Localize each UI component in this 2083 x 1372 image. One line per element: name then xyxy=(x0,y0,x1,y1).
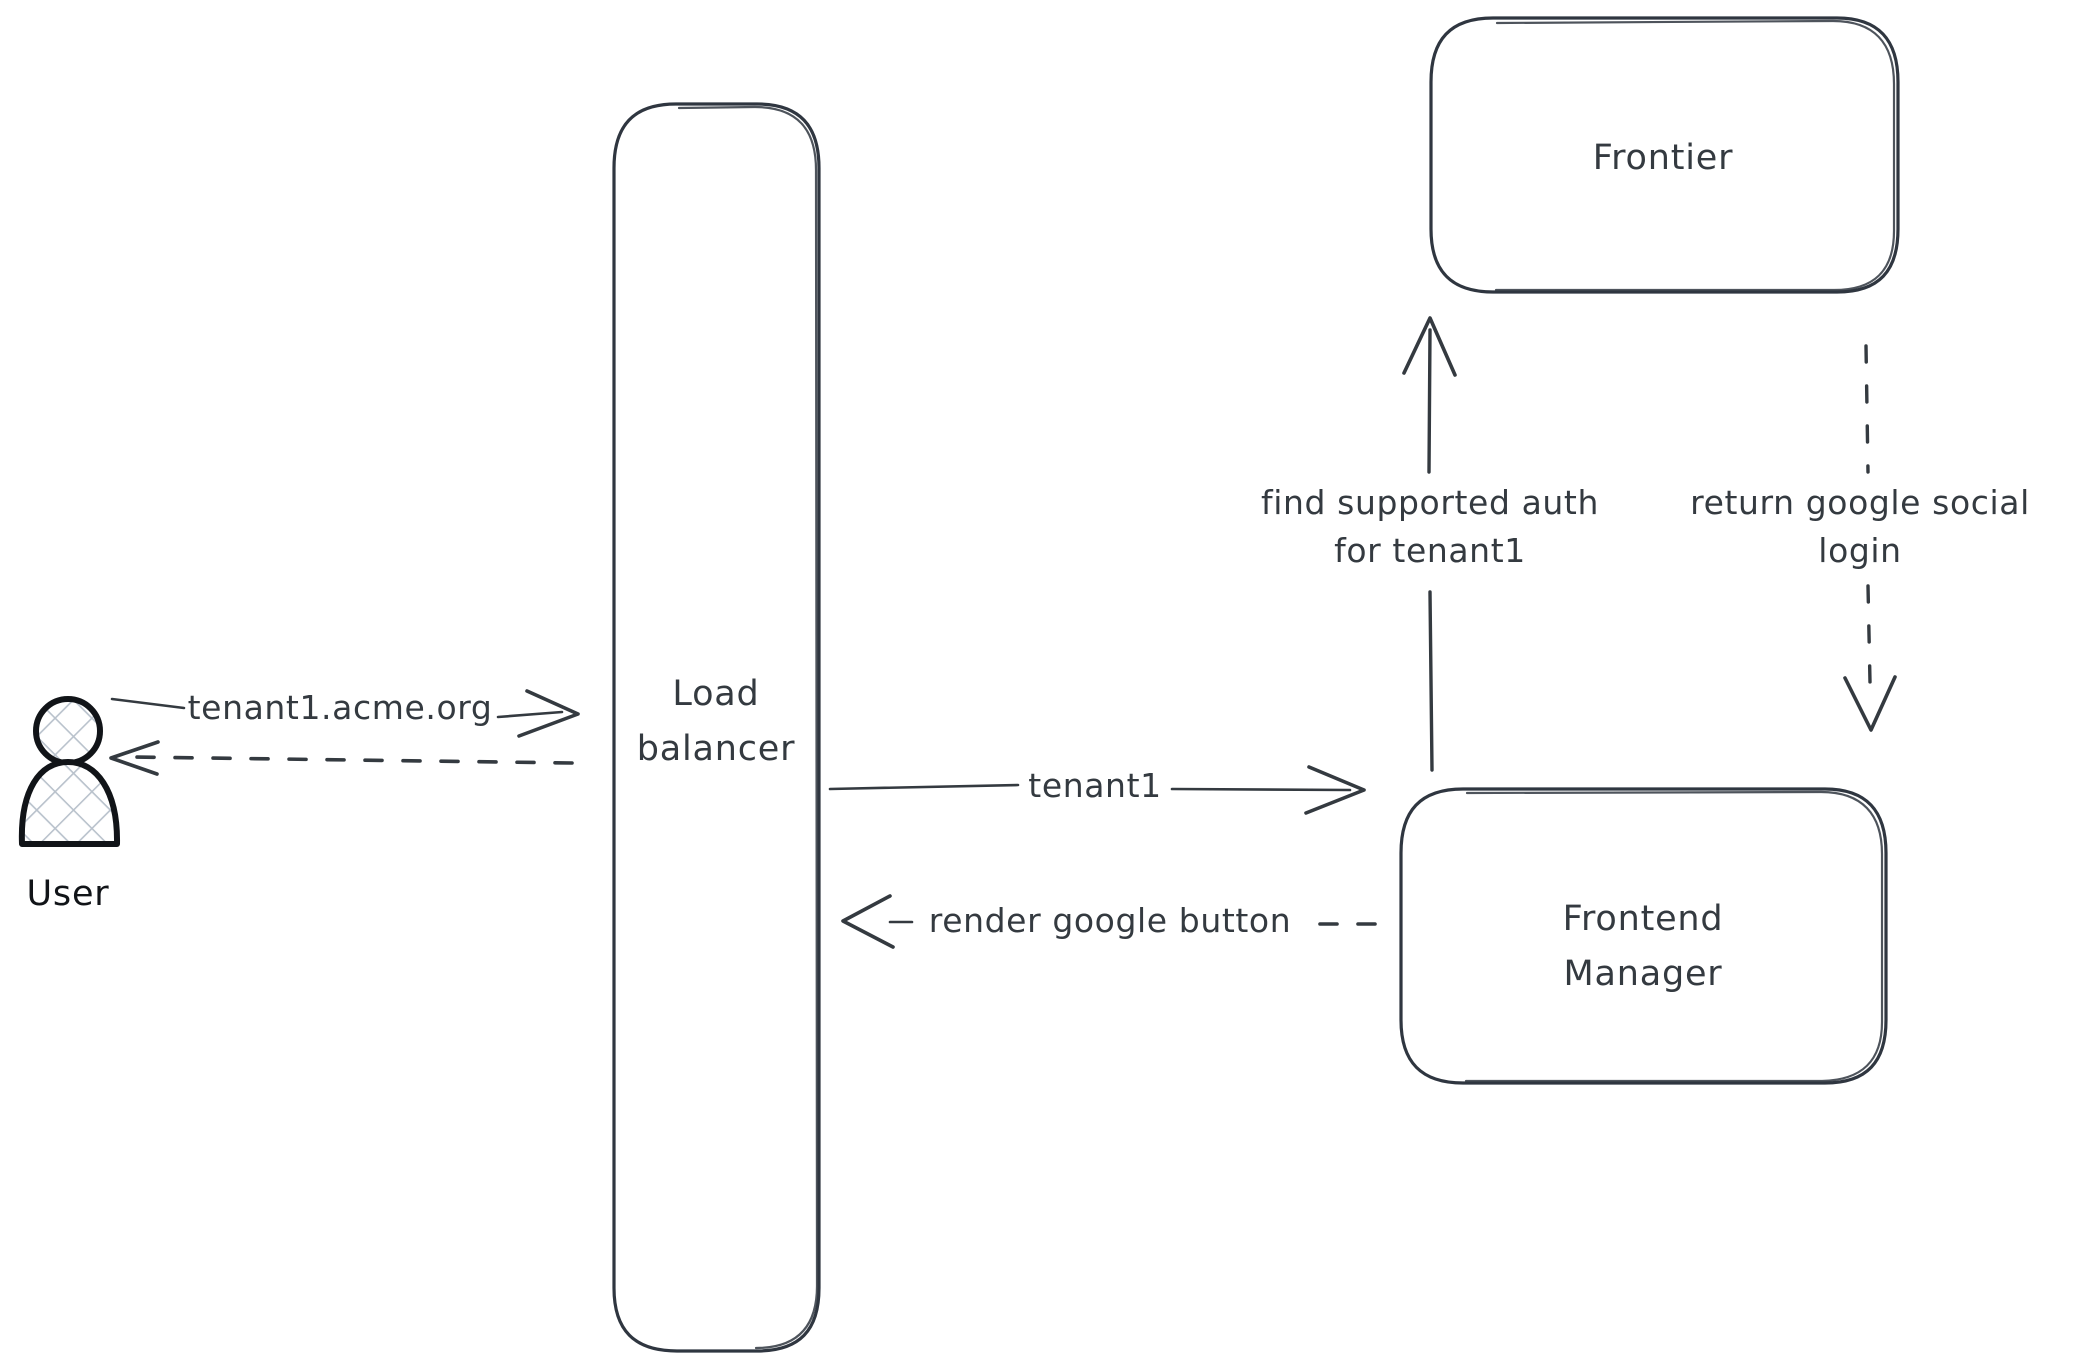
frontend-manager-shape xyxy=(1399,787,1888,1085)
load-balancer-shape xyxy=(612,102,821,1353)
edge-frontier-to-fm-label-line2: login xyxy=(1818,531,1901,570)
edge-frontier-to-fm-line-lower xyxy=(1866,584,1872,684)
edge-lb-to-fm-label: tenant1 xyxy=(1028,766,1161,805)
edge-load-balancer-to-frontend-manager: tenant1 xyxy=(828,765,1366,815)
frontend-manager-label-line2: Manager xyxy=(1563,954,1722,994)
frontier-shape xyxy=(1429,16,1900,294)
frontend-manager-label-line1: Frontend xyxy=(1563,899,1724,939)
edge-fm-to-frontier-line-upper xyxy=(1427,328,1432,474)
node-user[interactable]: User xyxy=(18,696,121,914)
node-load-balancer[interactable]: Load balancer xyxy=(612,102,821,1353)
edge-frontier-to-frontend-manager: return google social login xyxy=(1690,344,2030,732)
edge-fm-to-frontier-label-line1: find supported auth xyxy=(1261,483,1599,522)
edge-lb-to-fm-line-right xyxy=(1170,787,1352,792)
user-head-icon xyxy=(33,696,103,766)
edge-user-to-lb-line-right xyxy=(496,710,564,719)
edge-lb-to-fm-arrowhead xyxy=(1304,765,1366,815)
load-balancer-shape-sketch xyxy=(677,105,819,1350)
edge-frontend-manager-to-load-balancer: render google button xyxy=(841,894,1377,949)
user-body-icon xyxy=(18,759,121,847)
edge-frontend-manager-to-frontier: find supported auth for tenant1 xyxy=(1261,316,1599,772)
edge-user-to-lb-arrowhead xyxy=(517,689,580,738)
node-frontend-manager[interactable]: Frontend Manager xyxy=(1399,787,1888,1085)
edge-fm-to-frontier-label-line2: for tenant1 xyxy=(1334,531,1526,570)
edge-lb-to-fm-line-left xyxy=(828,783,1020,791)
edge-load-balancer-to-user xyxy=(109,740,574,776)
load-balancer-label-line1: Load xyxy=(672,674,759,714)
load-balancer-label-line2: balancer xyxy=(637,729,796,769)
edge-fm-to-lb-label: render google button xyxy=(929,901,1291,940)
edge-fm-to-lb-arrowhead xyxy=(841,894,895,949)
edge-user-to-load-balancer: tenant1.acme.org xyxy=(110,688,580,738)
frontier-label: Frontier xyxy=(1593,138,1734,178)
frontier-shape-sketch xyxy=(1494,19,1896,292)
node-frontier[interactable]: Frontier xyxy=(1429,16,1900,294)
edge-fm-to-frontier-arrowhead xyxy=(1402,316,1457,377)
frontend-manager-shape-sketch xyxy=(1464,790,1884,1083)
edge-fm-to-frontier-line-lower xyxy=(1428,590,1434,772)
edge-user-to-lb-line-left xyxy=(110,697,186,710)
edge-lb-to-user-arrowhead xyxy=(109,740,160,776)
user-label: User xyxy=(27,874,110,914)
edge-frontier-to-fm-arrowhead xyxy=(1843,675,1897,732)
edge-frontier-to-fm-label-line1: return google social xyxy=(1690,483,2030,522)
edge-user-to-lb-label: tenant1.acme.org xyxy=(188,688,493,727)
edge-lb-to-user-line xyxy=(131,755,574,765)
edge-frontier-to-fm-line-upper xyxy=(1864,344,1870,474)
